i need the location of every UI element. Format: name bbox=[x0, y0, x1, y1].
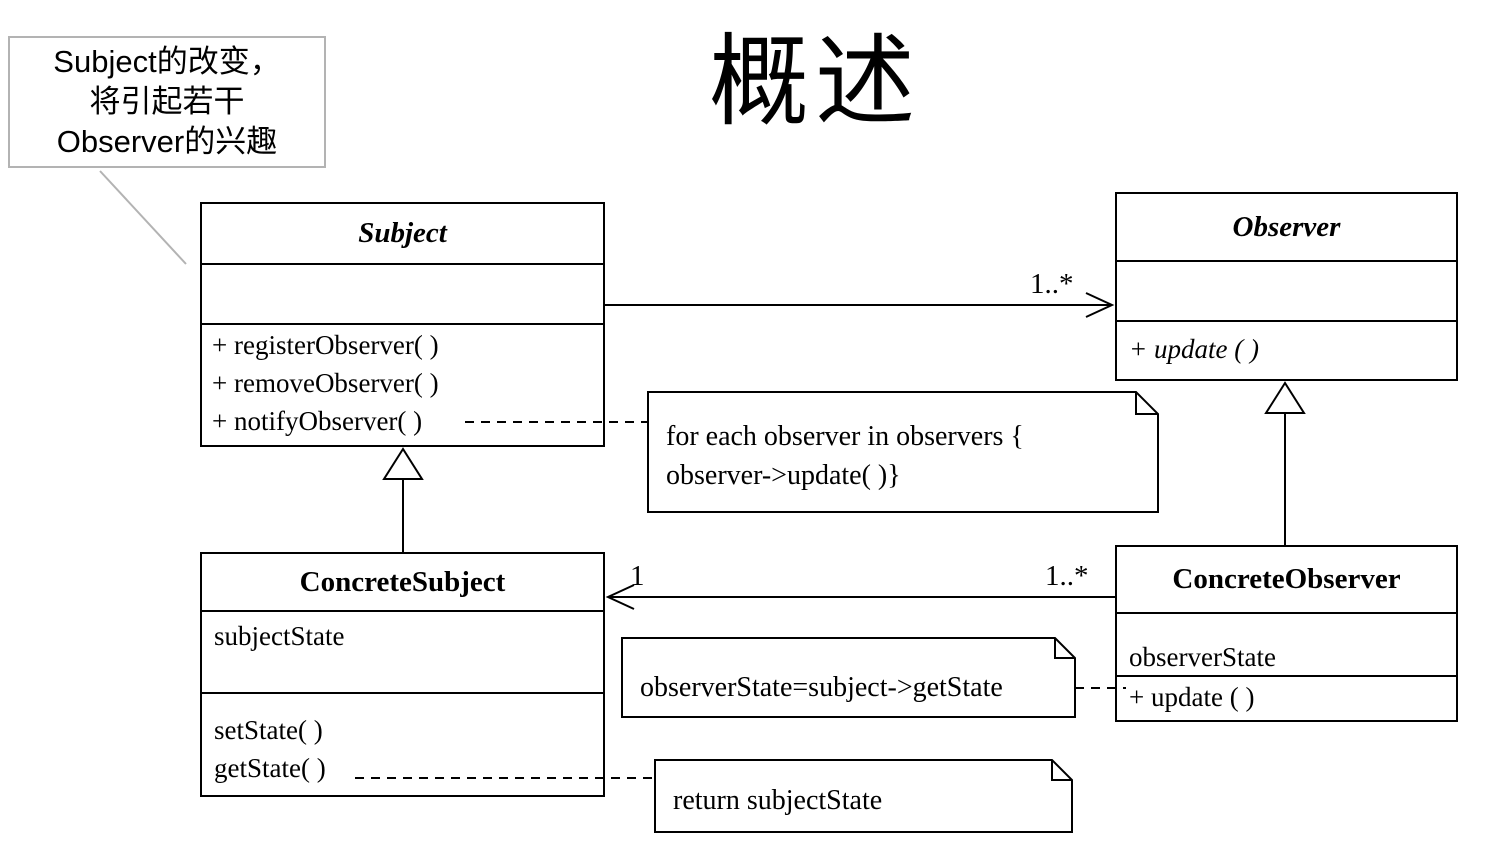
class-subject-name: Subject bbox=[202, 204, 603, 265]
note-update-impl-text: observerState=subject->getState bbox=[640, 668, 1003, 707]
note-getstate-impl-text: return subjectState bbox=[673, 781, 882, 820]
multiplicity-subject-observer: 1..* bbox=[1030, 268, 1074, 300]
class-subject-attributes-empty bbox=[202, 265, 603, 325]
method-notify-observer: + notifyObserver( ) bbox=[212, 406, 423, 436]
method-set-state: setState( ) bbox=[214, 715, 323, 745]
note-line: observer->update( )} bbox=[666, 460, 901, 491]
class-observer-name: Observer bbox=[1117, 194, 1456, 262]
note-notify-loop-text: for each observer in observers { observe… bbox=[666, 417, 1024, 495]
note-line: observerState=subject->getState bbox=[640, 672, 1003, 703]
note-fold-update-impl bbox=[1054, 638, 1075, 659]
class-concrete-observer: ConcreteObserver observerState + update … bbox=[1115, 545, 1458, 722]
multiplicity-concreteobserver-many: 1..* bbox=[1045, 560, 1089, 592]
class-observer: Observer + update ( ) bbox=[1115, 192, 1458, 381]
generalization-triangle-subject bbox=[382, 447, 424, 480]
method-remove-observer: + removeObserver( ) bbox=[212, 368, 439, 398]
note-fold-getstate-impl bbox=[1051, 760, 1072, 781]
callout-line: Observer的兴趣 bbox=[56, 124, 278, 159]
callout-connector-line bbox=[99, 170, 187, 265]
arrowhead-observer-end bbox=[1085, 292, 1115, 318]
note-line: return subjectState bbox=[673, 785, 883, 816]
method-concrete-observer-update: + update ( ) bbox=[1129, 682, 1255, 712]
callout-line: 将引起若干 bbox=[89, 84, 245, 119]
note-fold-notify-loop bbox=[1135, 392, 1158, 415]
class-observer-attributes-empty bbox=[1117, 262, 1456, 322]
note-line: for each observer in observers { bbox=[666, 421, 1024, 452]
generalization-triangle-observer bbox=[1264, 381, 1306, 414]
multiplicity-concretesubject-one: 1 bbox=[630, 560, 645, 592]
attribute-observer-state: observerState bbox=[1117, 614, 1456, 677]
class-concrete-subject: ConcreteSubject subjectState setState( )… bbox=[200, 552, 605, 797]
class-concrete-subject-name: ConcreteSubject bbox=[202, 554, 603, 612]
class-subject-methods: + registerObserver( ) + removeObserver( … bbox=[202, 325, 603, 440]
class-subject: Subject + registerObserver( ) + removeOb… bbox=[200, 202, 605, 447]
method-register-observer: + registerObserver( ) bbox=[212, 330, 439, 360]
page-title: 概述 bbox=[709, 26, 921, 138]
method-observer-update: + update ( ) bbox=[1129, 334, 1259, 364]
class-concrete-observer-name: ConcreteObserver bbox=[1117, 547, 1456, 614]
callout-note: Subject的改变， 将引起若干 Observer的兴趣 bbox=[8, 36, 326, 168]
class-concrete-subject-methods: setState( ) getState( ) bbox=[202, 694, 603, 787]
method-get-state: getState( ) bbox=[214, 753, 326, 783]
callout-line: Subject的改变， bbox=[53, 44, 281, 79]
attribute-subject-state: subjectState bbox=[202, 612, 603, 694]
